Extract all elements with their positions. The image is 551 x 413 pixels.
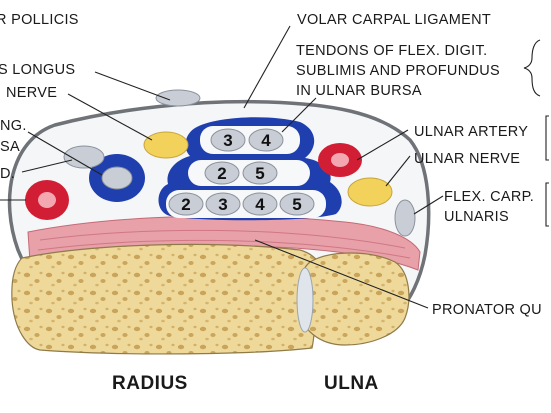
label-longus: S LONGUS bbox=[0, 62, 75, 78]
label-ulnar-nerve: ULNAR NERVE bbox=[414, 151, 520, 167]
label-flex-carp-1: FLEX. CARP. bbox=[444, 189, 534, 205]
tendon-oval bbox=[210, 128, 246, 152]
ulnar-nerve bbox=[347, 177, 393, 207]
tendon-oval bbox=[279, 192, 315, 216]
label-volar-carpal-ligament: VOLAR CARPAL LIGAMENT bbox=[297, 12, 491, 28]
label-tendons-line1: TENDONS OF FLEX. DIGIT. bbox=[296, 43, 487, 59]
small-vessel-left bbox=[63, 145, 105, 169]
tendon-number: 4 bbox=[261, 131, 271, 150]
tendon-number: 2 bbox=[181, 195, 190, 214]
label-flex-carp-2: ULNARIS bbox=[444, 209, 509, 225]
tendon-oval bbox=[242, 161, 278, 185]
label-ng: NG. bbox=[0, 118, 27, 134]
radius-bone bbox=[11, 243, 323, 355]
label-tendons-line2: SUBLIMIS AND PROFUNDUS bbox=[296, 63, 500, 79]
tendon-number: 4 bbox=[255, 195, 265, 214]
ulna-bone bbox=[297, 252, 410, 346]
tendon-number: 5 bbox=[292, 195, 301, 214]
label-d: D. bbox=[0, 166, 15, 182]
median-nerve bbox=[143, 131, 189, 159]
tendon-oval bbox=[242, 192, 278, 216]
flex-carp-ulnaris-tendon bbox=[394, 199, 416, 237]
label-radius: RADIUS bbox=[112, 373, 188, 394]
tendon-number: 3 bbox=[218, 195, 227, 214]
tendons: 3 4 2 5 2 3 4 5 bbox=[168, 128, 315, 216]
tendon-oval bbox=[205, 192, 241, 216]
label-sa: SA bbox=[0, 139, 20, 155]
label-pronator: PRONATOR QU bbox=[432, 302, 542, 318]
label-tendons-line3: IN ULNAR BURSA bbox=[296, 83, 422, 99]
label-nerve-left: NERVE bbox=[6, 85, 57, 101]
label-pollicis: R POLLICIS bbox=[0, 12, 79, 28]
tendon-oval bbox=[248, 128, 284, 152]
tendon-oval bbox=[204, 161, 240, 185]
tendon-oval bbox=[168, 192, 204, 216]
tendon-number: 3 bbox=[223, 131, 232, 150]
label-ulna: ULNA bbox=[324, 373, 379, 394]
tendon-number: 2 bbox=[217, 164, 226, 183]
label-ulnar-artery: ULNAR ARTERY bbox=[414, 124, 528, 140]
palmaris-tendon bbox=[155, 89, 201, 107]
tendon-number: 5 bbox=[255, 164, 264, 183]
